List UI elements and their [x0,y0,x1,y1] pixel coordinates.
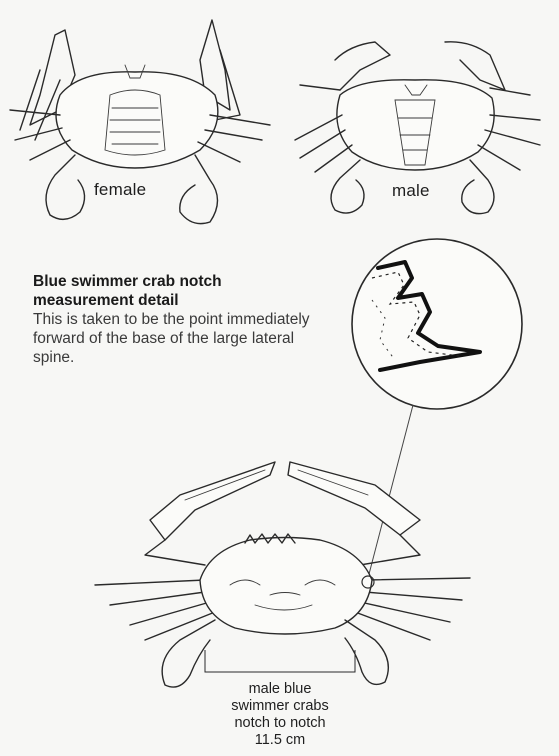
measurement-caption: male blue swimmer crabs notch to notch 1… [205,681,355,749]
notch-magnifier-illustration [352,239,522,578]
detail-body: This is taken to be the point immediatel… [33,310,333,367]
label-female: female [94,180,146,200]
notch-detail-text: Blue swimmer crab notch measurement deta… [33,272,333,367]
detail-title: Blue swimmer crab notch measurement deta… [33,272,303,310]
measurement-line-4: 11.5 cm [205,732,355,749]
measurement-line-2: swimmer crabs [205,698,355,715]
measurement-line-3: notch to notch [205,715,355,732]
label-male: male [392,181,430,201]
crab-top-view-illustration [95,462,470,687]
measurement-line-1: male blue [205,681,355,698]
